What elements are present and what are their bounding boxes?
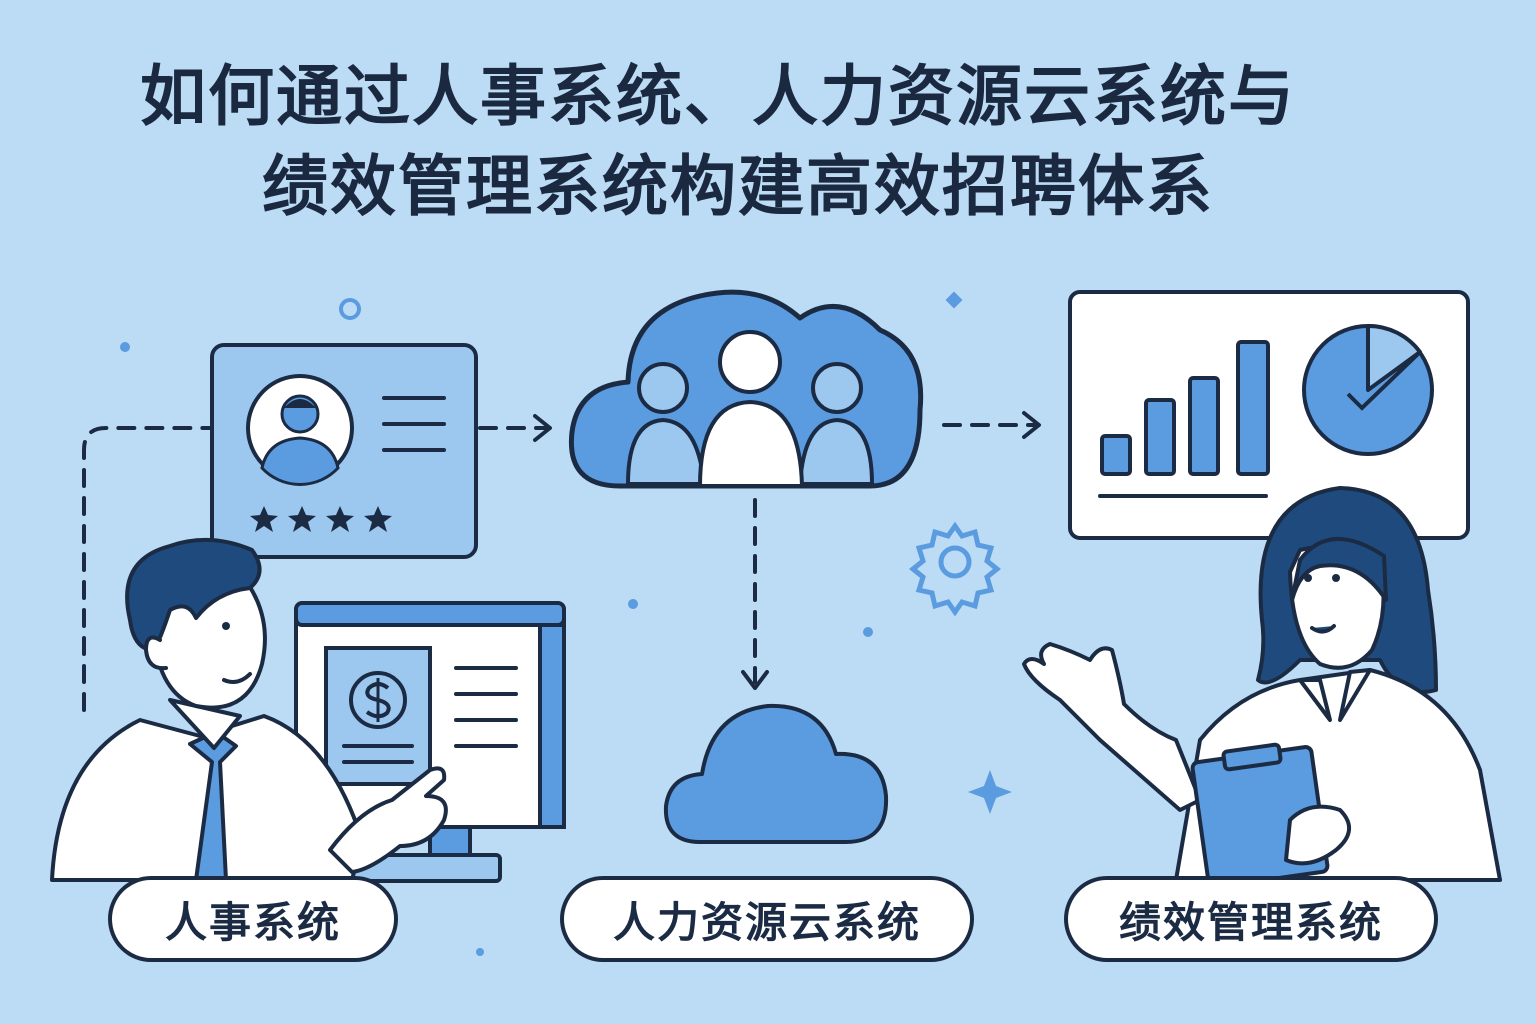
gear-icon [908,521,1002,617]
cloud-icon [663,703,889,844]
bar-chart-pie-icon [1068,290,1470,540]
dollar-icon [349,671,407,729]
woman-figure [1022,486,1502,889]
label-hr-system: 人事系统 [108,876,398,962]
arrow-heads [533,411,1041,690]
flow-connectors [82,423,1040,712]
page-title: 如何通过人事系统、人力资源云系统与 绩效管理系统构建高效招聘体系 [0,52,1536,232]
title-line-1: 如何通过人事系统、人力资源云系统与 [140,58,1296,135]
profile-card-icon [210,343,478,559]
label-performance-system: 绩效管理系统 [1064,876,1438,962]
monitor-icon [294,601,566,883]
cloud-people-icon [568,289,924,489]
man-figure [50,537,448,882]
decor-dots [120,291,1169,962]
title-line-2: 绩效管理系统构建高效招聘体系 [262,148,1214,225]
label-hr-cloud: 人力资源云系统 [560,876,974,962]
